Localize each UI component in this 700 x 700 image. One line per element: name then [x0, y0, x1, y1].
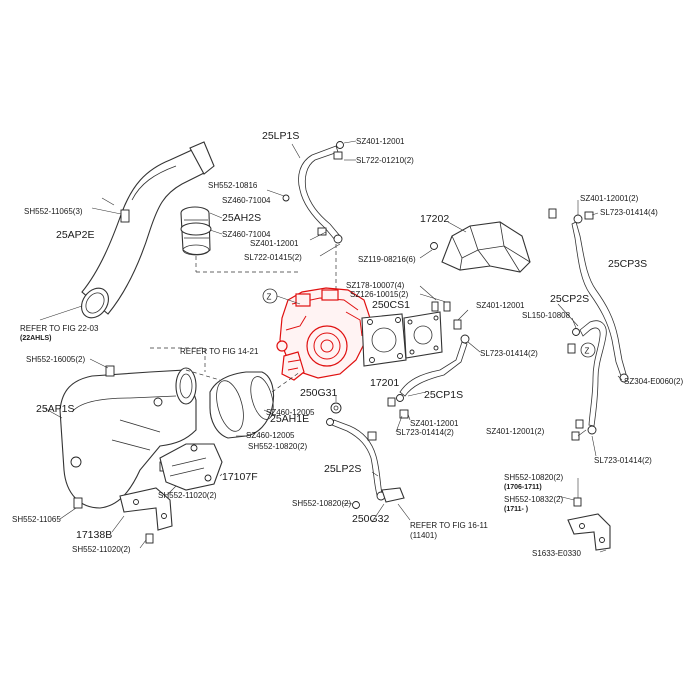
label-25cp1s: 25CP1S: [424, 389, 463, 401]
label-25lp1s: 25LP1S: [262, 130, 299, 142]
label-sl723-01414-2c: SL723-01414(2): [594, 456, 652, 465]
outlet-flange: [361, 313, 407, 367]
label-250g31: 250G31: [300, 387, 338, 399]
gasket-250g31: [330, 396, 342, 414]
label-range-1711: (1711- ): [504, 506, 528, 513]
label-sz401-top: SZ401-12001: [356, 137, 405, 146]
label-sz460-71004-a: SZ460-71004: [222, 196, 271, 205]
label-sz401-12001-2a: SZ401-12001(2): [580, 194, 639, 203]
z2-label: Z: [585, 347, 590, 356]
label-sz401-right: SZ401-12001: [476, 301, 525, 310]
bracket-17107f: [159, 443, 223, 495]
label-sh552-10820-2a: SH552-10820(2): [248, 442, 307, 451]
label-sh552-16005: SH552-16005(2): [26, 355, 85, 364]
oil-line-25lp1s: [266, 140, 357, 292]
label-refer-22-03-sub: (22AHLS): [20, 335, 52, 342]
label-refer-16-11: REFER TO FIG 16-11: [410, 521, 488, 530]
label-sh552-10816: SH552-10816: [208, 181, 258, 190]
label-sz178-10007: SZ178-10007(4): [346, 281, 405, 290]
label-sz401-low: SZ401-12001: [410, 419, 459, 428]
reference-circle-z1: Z: [262, 288, 301, 305]
turbocharger-17201: [276, 287, 371, 381]
label-refer-14-21: REFER TO FIG 14-21: [180, 347, 259, 356]
label-sl723-01414-2a: SL723-01414(2): [480, 349, 538, 358]
label-sh552-10820-2c: SH552-10820(2): [504, 473, 563, 482]
label-250g32: 250G32: [352, 513, 390, 525]
label-25lp2s: 25LP2S: [324, 463, 361, 475]
gasket-250cs1: [403, 285, 451, 359]
label-sz401-mid: SZ401-12001: [250, 239, 299, 248]
intake-pipe-25ap2e: [39, 141, 215, 321]
label-sz304-e0060: SZ304-E0060(2): [624, 377, 683, 386]
label-refer-22-03: REFER TO FIG 22-03: [20, 324, 99, 333]
label-25ah1e: 25AH1E: [270, 413, 309, 425]
label-25ap2e: 25AP2E: [56, 229, 95, 241]
label-25ap1s: 25AP1S: [36, 403, 75, 415]
label-25ah2s: 25AH2S: [222, 212, 261, 224]
label-range-1706-1711: (1706-1711): [504, 484, 542, 491]
oil-line-25lp2s: [326, 418, 411, 523]
label-17202: 17202: [420, 213, 449, 225]
heat-shield-17202: [419, 221, 531, 273]
hose-25ah2s: [180, 206, 300, 273]
label-sz119-08216: SZ119-08216(6): [358, 255, 416, 264]
label-sz126-10015: SZ126-10015(2): [350, 290, 409, 299]
reference-circle-z2: Z: [580, 342, 596, 358]
label-sl150-10808: SL150-10808: [522, 311, 571, 320]
label-s1633-e0330: S1633-E0330: [532, 549, 581, 558]
label-sh552-10820-2b: SH552-10820(2): [292, 499, 351, 508]
label-sh552-11065-3: SH552-11065(3): [24, 207, 83, 216]
label-sl722-01415: SL722-01415(2): [244, 253, 302, 262]
label-250cs1: 250CS1: [372, 299, 410, 311]
coolant-line-25cp3s: [548, 200, 629, 383]
label-sz460-71004-b: SZ460-71004: [222, 230, 271, 239]
coolant-line-25cp2s: [557, 303, 623, 457]
bracket-17138b: [111, 487, 173, 549]
label-17201: 17201: [370, 377, 399, 389]
bracket-s1633-e0330: [557, 478, 611, 553]
label-sh552-11020-b: SH552-11020(2): [72, 545, 131, 554]
z1-label: Z: [267, 293, 272, 302]
label-sl723-01414-4: SL723-01414(4): [600, 208, 658, 217]
hose-25ah1e: [209, 371, 301, 439]
label-sz460-12005-b: SZ460-12005: [246, 431, 295, 440]
label-sz460-12005-a: SZ460-12005: [266, 408, 315, 417]
label-sl723-01414-2b: SL723-01414(2): [396, 428, 454, 437]
label-sl722-01210: SL722-01210(2): [356, 156, 414, 165]
label-17107f: 17107F: [222, 471, 258, 483]
label-refer-16-11-sub: (11401): [410, 531, 437, 540]
label-sh552-11020-a: SH552-11020(2): [158, 491, 217, 500]
label-sh552-11065: SH552-11065: [12, 515, 61, 524]
label-25cp2s: 25CP2S: [550, 293, 589, 305]
label-25cp3s: 25CP3S: [608, 258, 647, 270]
label-17138b: 17138B: [76, 529, 112, 541]
label-sh552-10832: SH552-10832(2): [504, 495, 563, 504]
oil-line-25cp1s: [387, 309, 481, 433]
label-sz401-12001-2b: SZ401-12001(2): [486, 427, 545, 436]
